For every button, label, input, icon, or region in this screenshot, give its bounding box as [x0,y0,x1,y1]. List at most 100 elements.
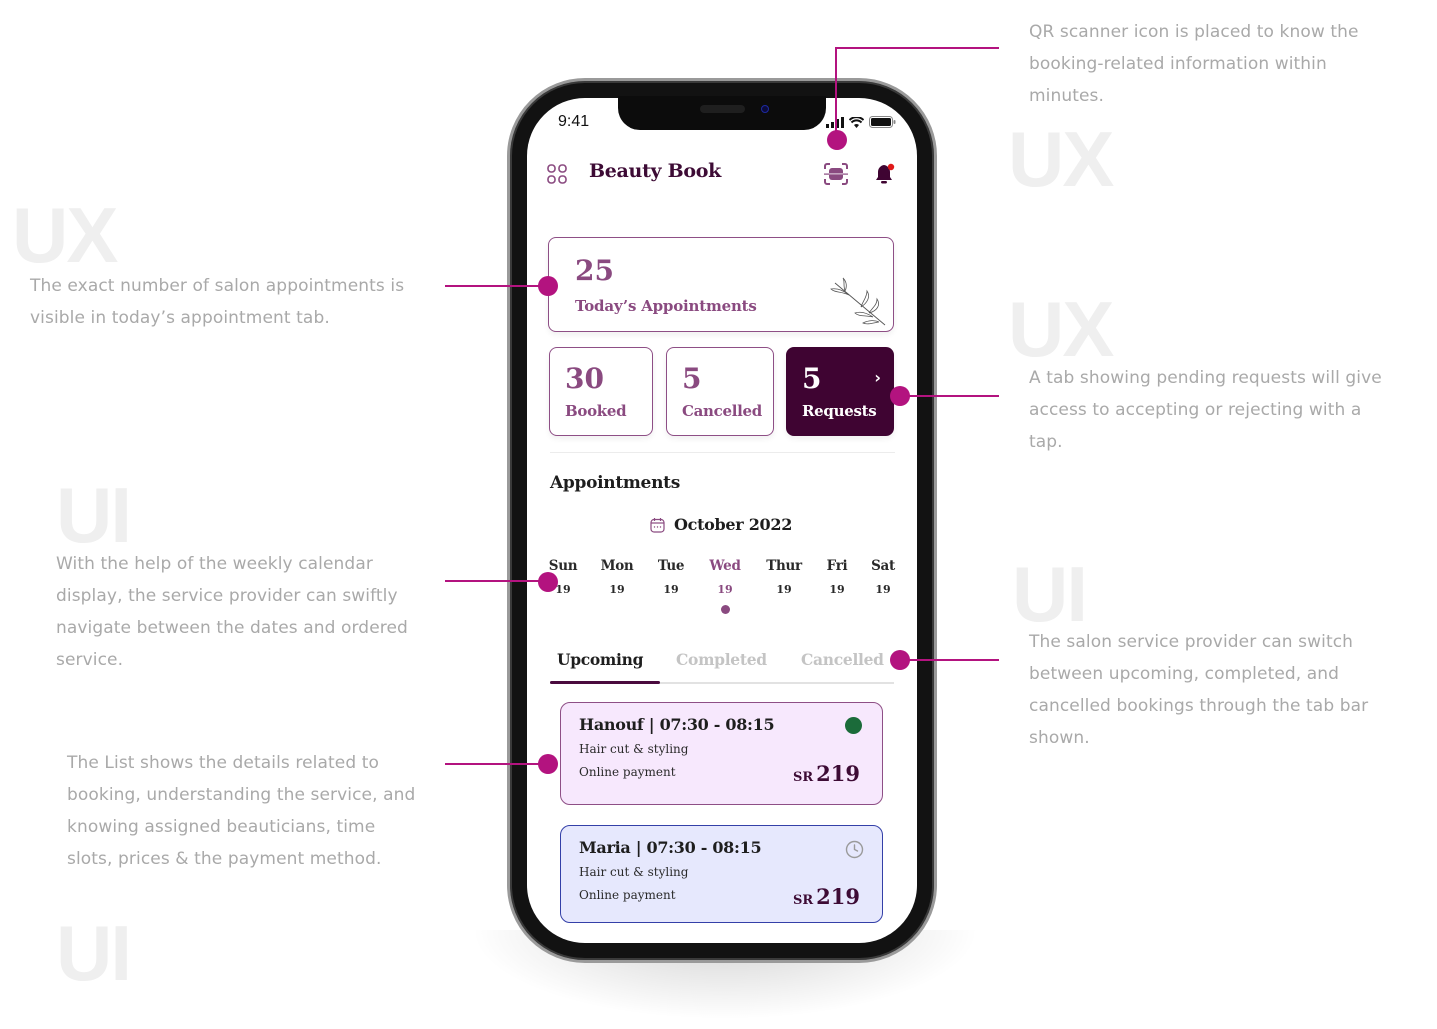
day-fri[interactable]: Fri 19 [812,558,862,596]
day-name: Tue [657,558,685,574]
month-selector[interactable]: October 2022 [650,515,792,534]
appointment-card[interactable]: Maria | 07:30 - 08:15 Hair cut & styling… [560,825,883,923]
connector-requests [900,395,999,397]
connector-calendar [445,580,548,582]
day-name: Thur [766,558,802,574]
requests-label: Requests [802,402,877,420]
ux-tag-requests: UX [1008,285,1114,373]
cancelled-count: 5 [682,362,702,395]
day-date: 19 [776,583,792,596]
cancelled-card[interactable]: 5 Cancelled [666,347,774,436]
connector-dot-list [538,754,558,774]
day-name: Fri [826,558,848,574]
month-label: October 2022 [674,515,793,534]
cancelled-label: Cancelled [682,402,762,420]
connector-dot-calendar [538,572,558,592]
currency: SR [792,770,814,785]
bell-icon[interactable] [874,162,898,186]
day-date: 19 [717,583,733,596]
phone-speaker [700,105,745,113]
day-date: 19 [875,583,891,596]
day-sun[interactable]: Sun 19 [538,558,588,596]
requests-count: 5 [802,362,822,395]
connector-today [445,285,548,287]
connector-dot-qr [827,130,847,150]
connector-dot-tabs [890,650,910,670]
connector-qr-v [835,47,837,139]
appointments-title: Appointments [550,473,680,493]
status-time: 9:41 [558,113,590,130]
status-icons [826,116,896,128]
day-name: Sun [548,558,578,574]
day-name: Wed [709,558,741,574]
tab-upcoming[interactable]: Upcoming [557,650,644,669]
confirmed-status-icon [845,717,862,734]
connector-tabs [900,659,999,661]
ux-tag-today: UX [12,191,118,279]
selected-day-dot [720,605,730,614]
clock-icon [845,840,864,859]
day-name: Mon [600,558,634,574]
ux-tag-qr: UX [1008,115,1114,203]
appointment-payment: Online payment [579,765,676,779]
tab-cancelled[interactable]: Cancelled [801,650,884,669]
calendar-icon [650,517,665,533]
day-date: 19 [609,583,625,596]
week-calendar: Sun 19 Mon 19 Tue 19 Wed 19 Thur 19 Fri … [540,558,910,623]
ui-tag-calendar: UI [56,471,132,559]
wifi-icon [849,117,864,128]
chevron-right-icon: › [874,368,881,387]
battery-icon [869,116,896,128]
connector-list [445,763,548,765]
day-date: 19 [829,583,845,596]
appointment-service: Hair cut & styling [579,742,689,756]
phone-camera [761,105,769,113]
day-date: 19 [663,583,679,596]
app-title: Beauty Book [589,160,721,182]
divider [550,452,895,453]
booked-count: 30 [565,362,604,395]
active-tab-indicator [550,681,660,684]
day-sat[interactable]: Sat 19 [858,558,908,596]
day-thur[interactable]: Thur 19 [759,558,809,596]
appointment-payment: Online payment [579,888,676,902]
annotation-tabs: The salon service provider can switch be… [1029,632,1369,748]
leaf-decoration-icon [830,277,886,326]
currency: SR [792,893,814,908]
connector-qr-h [835,47,999,49]
connector-dot-today [538,276,558,296]
todays-appointments-card[interactable]: 25 Today’s Appointments [548,237,894,332]
booking-tabs: Upcoming Completed Cancelled [550,650,894,684]
todays-appointments-label: Today’s Appointments [575,297,757,315]
day-mon[interactable]: Mon 19 [592,558,642,596]
day-wed[interactable]: Wed 19 [700,558,750,614]
annotation-requests: A tab showing pending requests will give… [1029,368,1382,452]
annotation-list: The List shows the details related to bo… [67,753,416,869]
ui-tag-list: UI [56,909,132,997]
signal-icon [826,117,844,128]
todays-appointments-count: 25 [575,254,614,287]
tab-completed[interactable]: Completed [676,650,767,669]
day-tue[interactable]: Tue 19 [646,558,696,596]
phone-notch [618,96,826,130]
appointment-title: Hanouf | 07:30 - 08:15 [579,715,775,734]
amount: 219 [816,884,860,909]
appointment-title: Maria | 07:30 - 08:15 [579,838,762,857]
grid-icon[interactable] [547,164,567,184]
amount: 219 [816,761,860,786]
appointment-card[interactable]: Hanouf | 07:30 - 08:15 Hair cut & stylin… [560,702,883,805]
ui-tag-tabs: UI [1012,550,1088,638]
day-date: 19 [555,583,571,596]
booked-label: Booked [565,402,627,420]
appointment-service: Hair cut & styling [579,865,689,879]
day-name: Sat [871,558,895,574]
annotation-calendar: With the help of the weekly calendar dis… [56,554,408,670]
requests-card[interactable]: 5 Requests › [786,347,894,436]
annotation-qr: QR scanner icon is placed to know the bo… [1029,22,1359,106]
qr-scanner-icon[interactable] [823,162,849,186]
annotation-today: The exact number of salon appointments i… [30,276,405,328]
booked-card[interactable]: 30 Booked [549,347,653,436]
connector-dot-requests [890,386,910,406]
